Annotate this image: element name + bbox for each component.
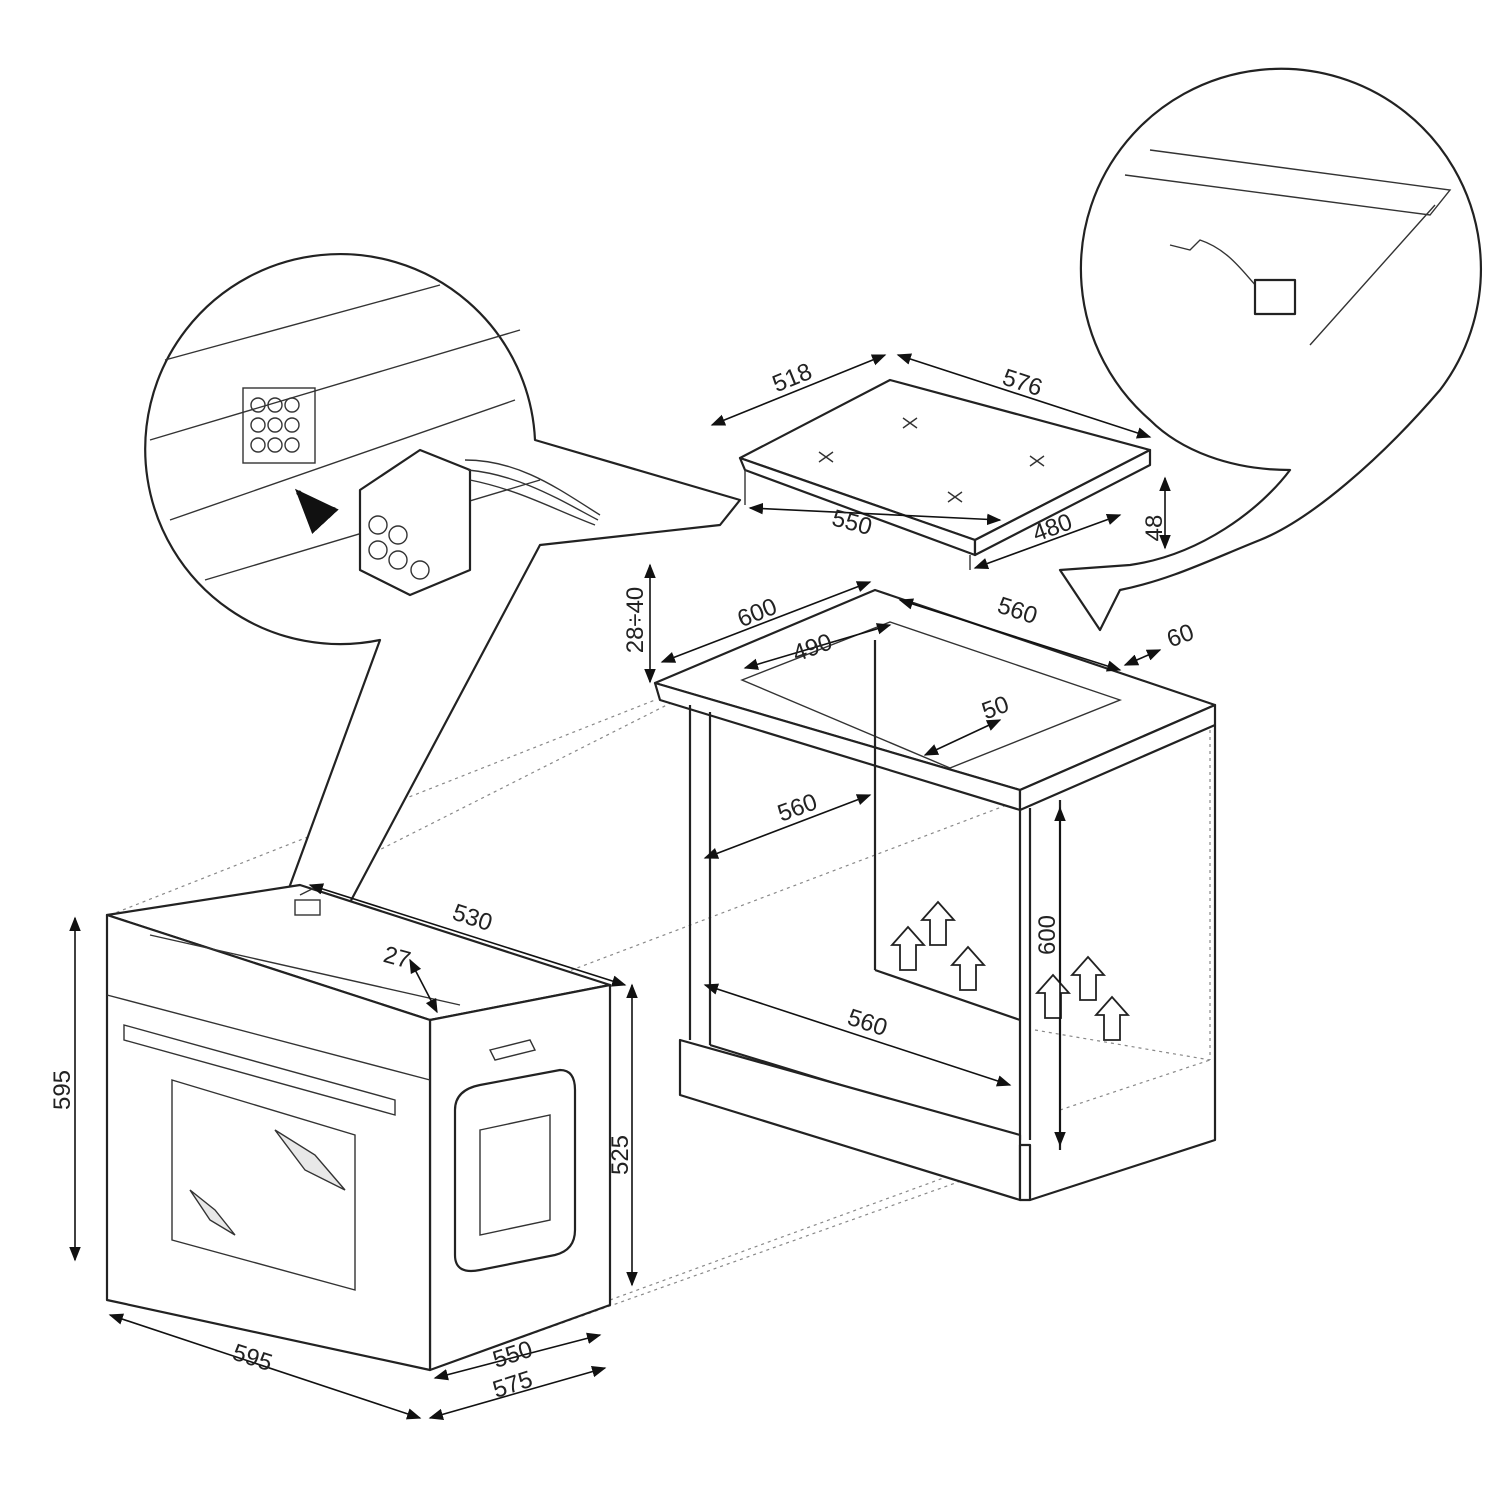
cabinet-inner-height-label: 600 [1034,915,1061,955]
hob-thickness-label: 48 [1141,515,1168,542]
cabinet-inner-width-label: 560 [844,1004,890,1042]
plug-connector-icon [358,448,601,597]
hob-width-label: 576 [999,364,1045,402]
hob [738,378,1152,570]
oven-width-label: 595 [229,1339,275,1377]
terminal-block-icon [1253,278,1297,316]
hob-depth-label: 518 [769,358,816,398]
cabinet-edge-gap-label: 60 [1163,619,1197,654]
dimension-lines [69,353,1171,1420]
cabinet-top-depth-label: 600 [734,593,781,633]
cabinet [653,588,1217,1202]
oven [105,883,612,1372]
worktop-thickness-label: 28÷40 [622,587,649,654]
cabinet-top-width-label: 560 [994,592,1040,630]
insert-arrow-icon [294,488,339,534]
cable-detail-bubble [1058,67,1483,632]
oven-body-height-label: 525 [607,1135,634,1175]
socket-icon [242,387,316,464]
oven-height-label: 595 [49,1070,76,1110]
cabinet-inner-depth-label: 560 [774,788,821,827]
connector-detail-bubble [144,253,742,942]
airflow-arrows [889,900,1131,1041]
